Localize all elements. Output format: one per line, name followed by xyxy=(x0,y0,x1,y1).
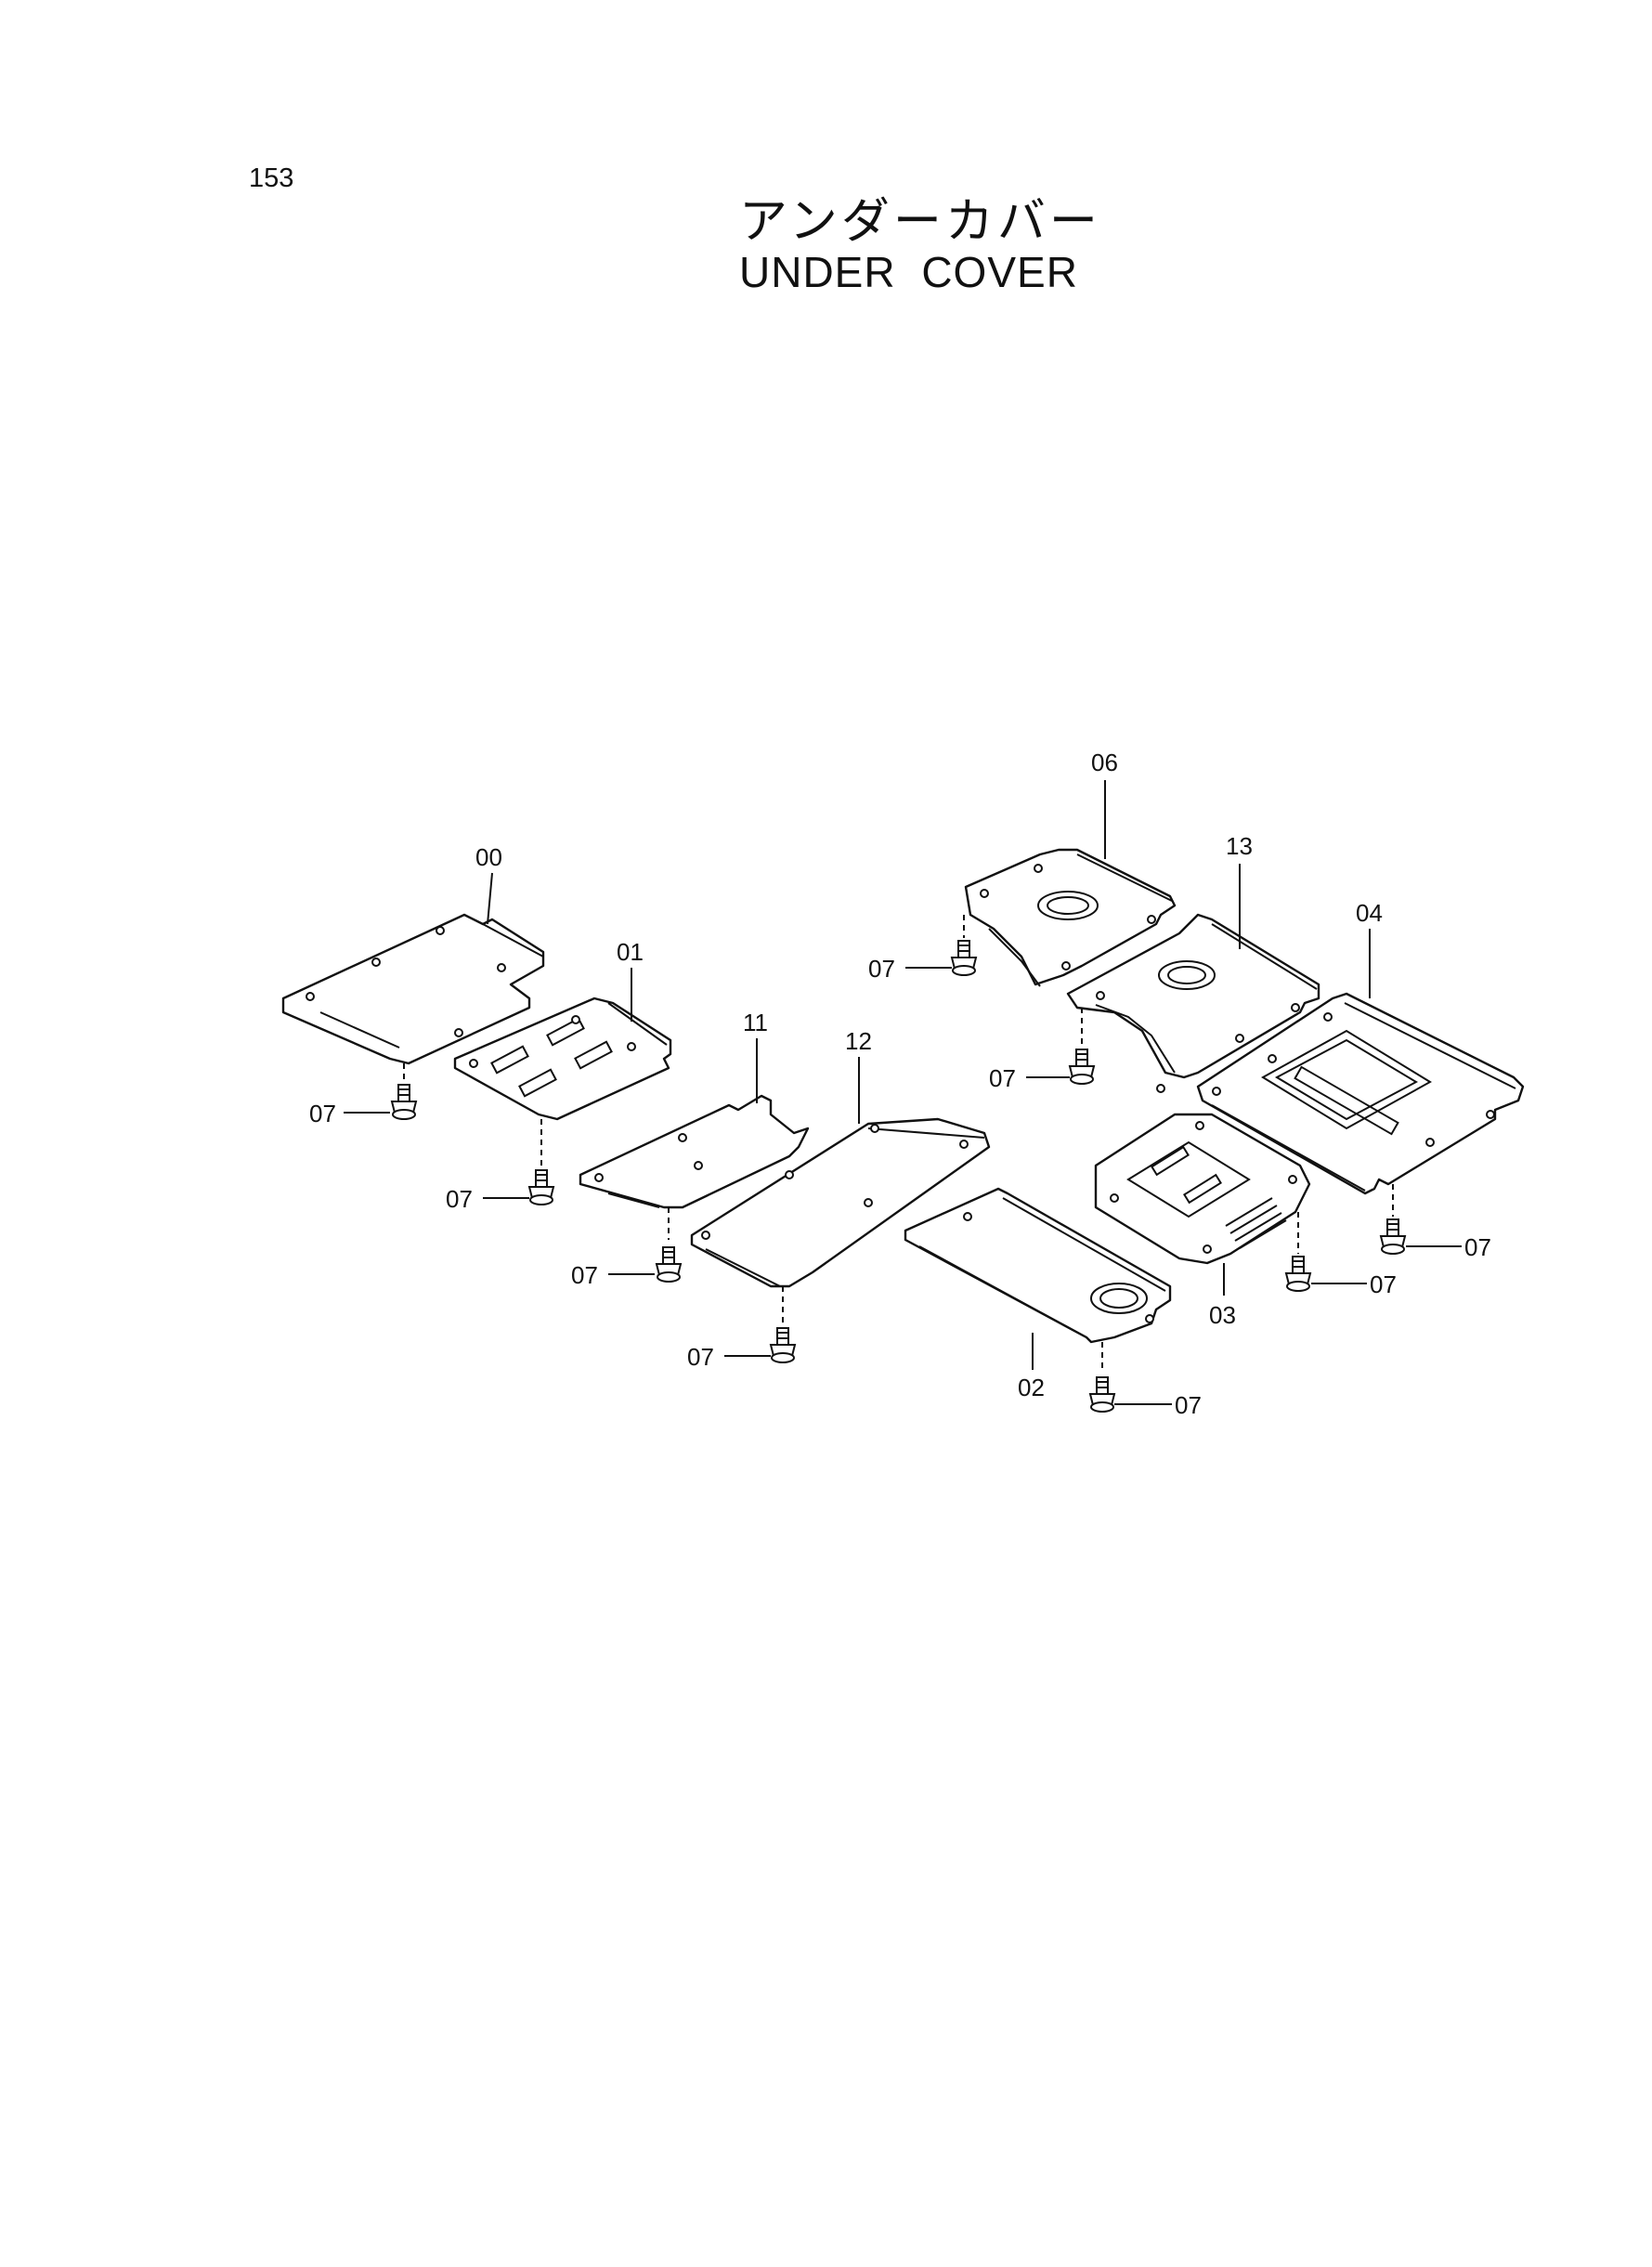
page-title-japanese: アンダーカバー xyxy=(739,194,1101,250)
bolt-07-g: 07 xyxy=(1380,1184,1491,1261)
bolt-07-f: 07 xyxy=(1285,1212,1397,1298)
callout-07: 07 xyxy=(1464,1233,1491,1261)
callout-00: 00 xyxy=(475,843,502,871)
callout-01: 01 xyxy=(617,938,644,966)
part-12-cover-plate: 12 xyxy=(690,1027,991,1288)
callout-07: 07 xyxy=(571,1261,598,1289)
callout-07: 07 xyxy=(446,1185,473,1213)
callout-13: 13 xyxy=(1226,832,1253,860)
callout-12: 12 xyxy=(845,1027,872,1055)
part-00-cover-plate: 00 xyxy=(281,843,545,1065)
page-number: 153 xyxy=(249,163,294,193)
callout-07: 07 xyxy=(1370,1270,1397,1298)
part-04-cover-plate: 04 xyxy=(1156,899,1525,1195)
callout-07: 07 xyxy=(309,1100,336,1127)
part-06-cover-plate: 06 xyxy=(964,749,1177,987)
part-01-cover-plate: 01 xyxy=(453,938,672,1121)
bolt-07-c: 07 xyxy=(571,1207,682,1289)
part-13-cover-plate: 13 xyxy=(1066,832,1320,1079)
bolt-07-b: 07 xyxy=(446,1119,554,1213)
bolt-07-d: 07 xyxy=(687,1286,796,1371)
bolt-07-h: 07 xyxy=(868,915,977,983)
callout-03: 03 xyxy=(1209,1301,1236,1329)
part-11-cover-plate: 11 xyxy=(579,1009,810,1209)
bolt-07-i: 07 xyxy=(989,1008,1095,1092)
callout-06: 06 xyxy=(1091,749,1118,776)
part-03-cover-plate: 03 xyxy=(1094,1113,1311,1329)
callout-02: 02 xyxy=(1018,1374,1045,1401)
bolt-07-e: 07 xyxy=(1089,1342,1202,1419)
bolt-07-a: 07 xyxy=(309,1063,417,1127)
page-title-english: UNDER COVER xyxy=(739,248,1078,296)
callout-04: 04 xyxy=(1356,899,1383,927)
callout-07: 07 xyxy=(687,1343,714,1371)
callout-07: 07 xyxy=(1175,1391,1202,1419)
callout-07: 07 xyxy=(868,955,895,983)
callout-07: 07 xyxy=(989,1064,1016,1092)
callout-11: 11 xyxy=(743,1009,768,1036)
part-02-cover-plate: 02 xyxy=(904,1187,1172,1401)
